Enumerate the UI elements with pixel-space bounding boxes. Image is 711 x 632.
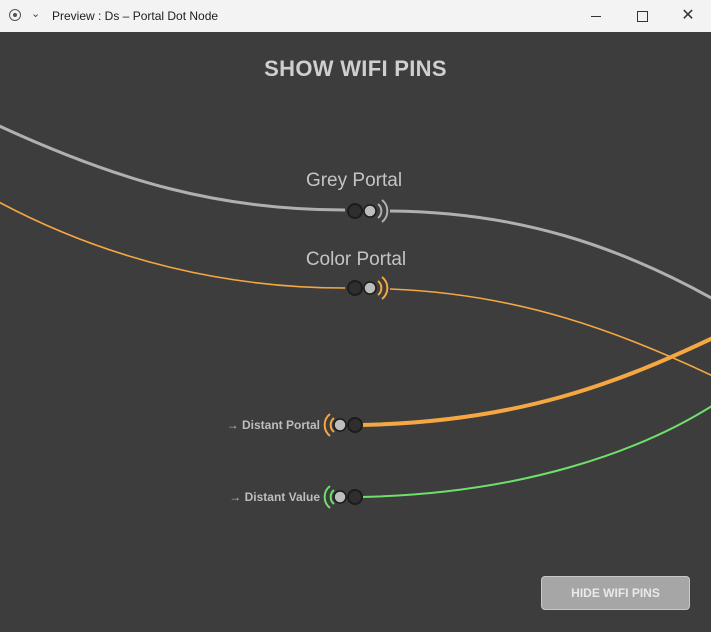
distant-value-label: → Distant Value [229,490,320,504]
chevron-down-icon[interactable]: ⌄ [31,8,41,20]
wifi-icon [381,199,389,223]
close-icon: ✕ [681,7,695,24]
distant-value-input-dot[interactable] [333,490,347,504]
distant-portal-wire [359,336,711,427]
wifi-icon [377,203,383,219]
grey-portal-label: Grey Portal [305,170,403,191]
distant-portal-label: → Distant Portal [226,418,320,432]
distant-value-output-dot[interactable] [347,489,363,505]
wifi-icon [381,276,389,300]
wifi-icon [323,485,331,509]
show-wifi-pins-heading[interactable]: SHOW WIFI PINS [264,56,447,81]
orange-wire-in [0,201,346,289]
grey-portal-node[interactable] [347,199,389,223]
maximize-button[interactable] [619,0,665,32]
distant-value-wire [359,405,711,498]
grey-portal-output-dot[interactable] [363,204,377,218]
grey-wire-in [0,124,346,212]
grey-wire-out [389,209,711,300]
wires-layer [0,124,711,509]
color-portal-input-dot[interactable] [347,280,363,296]
maximize-icon [636,10,648,22]
title-bar: ⌄ Preview : Ds – Portal Dot Node ✕ [0,0,711,32]
wifi-icon [323,413,331,437]
wifi-icon [329,489,335,505]
color-portal-output-dot[interactable] [363,281,377,295]
wifi-icon [329,417,335,433]
grey-portal-input-dot[interactable] [347,203,363,219]
hide-wifi-pins-button[interactable]: HIDE WIFI PINS [541,576,690,610]
distant-portal-input-dot[interactable] [333,418,347,432]
color-portal-label: Color Portal [305,249,407,270]
distant-portal-output-dot[interactable] [347,417,363,433]
wifi-icon [377,280,383,296]
window-title: Preview : Ds – Portal Dot Node [52,9,219,23]
color-portal-node[interactable] [347,276,389,300]
app-icon[interactable] [9,9,21,21]
minimize-icon [591,15,601,17]
node-canvas[interactable]: SHOW WIFI PINS Grey Portal Color Portal … [0,32,711,632]
close-button[interactable]: ✕ [665,0,711,32]
distant-value-node[interactable] [323,485,363,509]
orange-wire-out [389,288,711,377]
minimize-button[interactable] [573,0,619,32]
distant-portal-node[interactable] [323,413,363,437]
